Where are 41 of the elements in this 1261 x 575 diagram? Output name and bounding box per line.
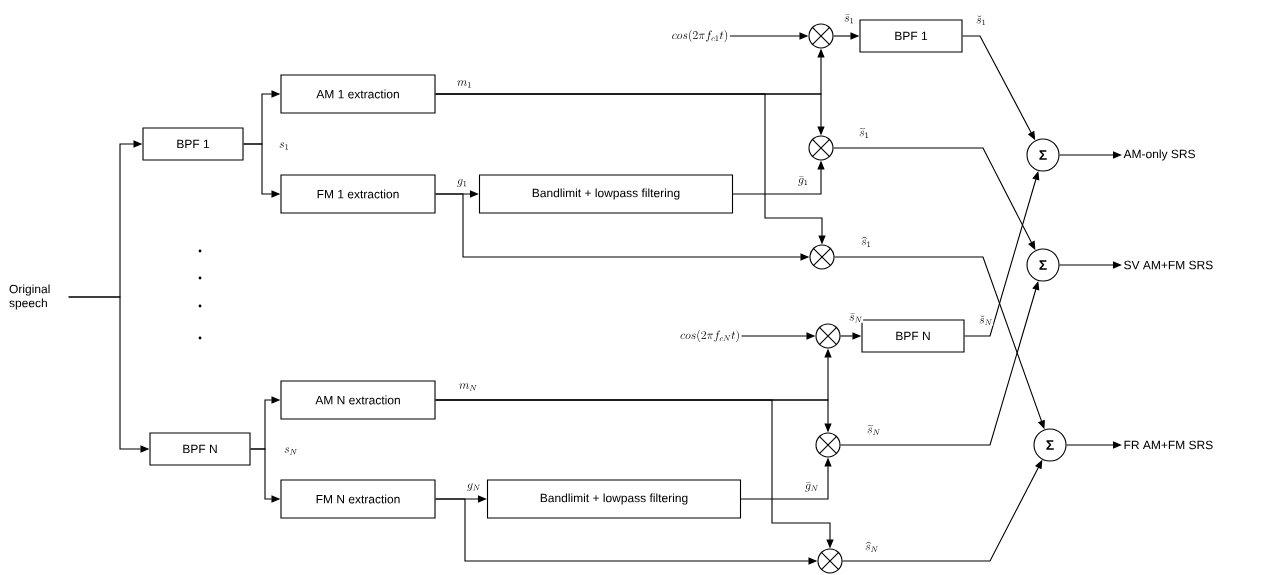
arrow: [1066, 441, 1122, 449]
edge-label: $m_N$: [458, 383, 478, 391]
arrow: [1059, 261, 1122, 269]
multiplier-symbol: [815, 432, 841, 458]
process-box: AM N extraction: [280, 380, 436, 420]
edge-label: $s_N$: [283, 447, 299, 455]
process-box: BPF N: [149, 432, 251, 466]
edge-label: $m_1$: [456, 80, 473, 88]
edge-label: $\widehat{s}_N$: [864, 541, 880, 553]
edge-label: $\widetilde{s}_N$: [866, 424, 882, 436]
output-label: FR AM+FM SRS: [1124, 440, 1213, 450]
edge-label: $\bar{s}_1$: [843, 14, 855, 24]
output-label: SV AM+FM SRS: [1124, 260, 1213, 270]
edge-label: $\bar{g}_1$: [797, 175, 809, 187]
process-box: Bandlimit + lowpass filtering: [486, 479, 742, 519]
arrow: [1059, 151, 1122, 159]
process-box: BPF 1: [859, 19, 963, 53]
process-box: BPF 1: [142, 127, 244, 161]
multiplier-symbol: [808, 135, 834, 161]
multiplier-symbol: [809, 244, 835, 270]
edge-label: $\breve{s}_1$: [975, 14, 987, 26]
edge-label: $\widehat{s}_1$: [860, 236, 872, 248]
carrier-label: $cos(2\pi f_{cN}t)$: [680, 330, 739, 342]
process-box: AM 1 extraction: [280, 74, 436, 114]
process-box: FM 1 extraction: [280, 174, 436, 214]
multiplier-symbol: [817, 548, 843, 574]
edge-label: $g_1$: [456, 178, 468, 188]
multiplier-symbol: [808, 23, 834, 49]
process-box: Bandlimit + lowpass filtering: [478, 174, 734, 214]
multiplier-symbol: [815, 323, 841, 349]
carrier-label: $cos(2\pi f_{c1}t)$: [672, 30, 728, 42]
edge-label: $g_N$: [466, 482, 482, 492]
edge-label: $s_1$: [278, 142, 290, 150]
process-box: FM N extraction: [280, 479, 436, 519]
process-box: BPF N: [861, 319, 965, 353]
edge-label: $\bar{s}_N$: [848, 313, 864, 323]
edge-label: $\breve{s}_N$: [978, 314, 994, 326]
edge-label: $\bar{g}_N$: [804, 481, 820, 493]
edge-label: $\widetilde{s}_1$: [858, 127, 870, 139]
input-label: Original speech: [9, 284, 50, 310]
output-label: AM-only SRS: [1123, 149, 1195, 161]
